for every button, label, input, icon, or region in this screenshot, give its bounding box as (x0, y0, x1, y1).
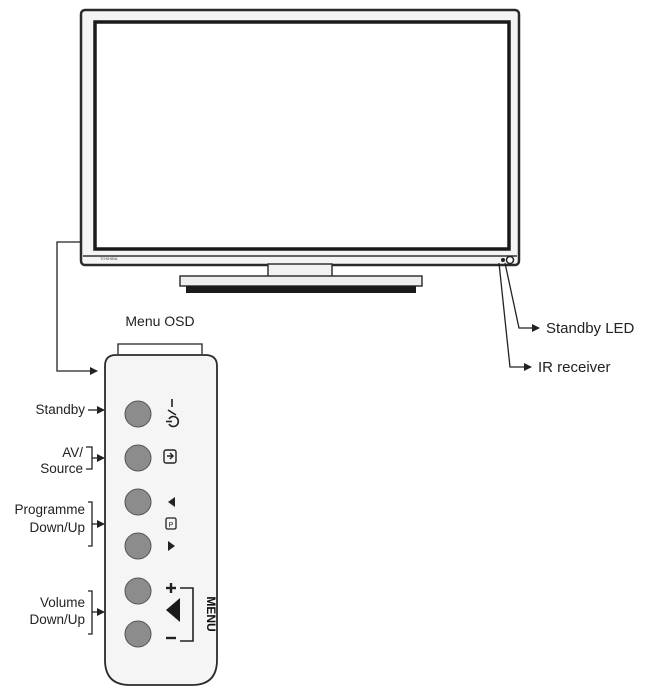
volume-down-button[interactable] (124, 620, 152, 648)
programme-up-button[interactable] (124, 532, 152, 560)
tv-brand-logo: TOSHIBA (100, 256, 118, 261)
programme-label-line1: Programme (14, 502, 85, 517)
power-standby-icon (166, 399, 180, 428)
programme-label-line2: Down/Up (29, 520, 85, 535)
tv-screen (93, 20, 511, 251)
triangle-right-icon (168, 541, 175, 551)
volume-up-button[interactable] (124, 577, 152, 605)
ir-receiver-label: IR receiver (538, 359, 611, 376)
tv-stand-base-shadow (186, 286, 416, 293)
menu-osd-label: Menu OSD (125, 313, 194, 329)
tv-stand-neck (267, 263, 333, 278)
left-labels: Standby AV/ Source Programme Down/Up Vol… (14, 402, 85, 627)
volume-label-line1: Volume (40, 595, 85, 610)
standby-label: Standby (35, 402, 85, 417)
tv-leader-lines (56, 241, 540, 375)
av-label-line1: AV/ (62, 445, 83, 460)
av-source-button[interactable] (124, 444, 152, 472)
programme-down-button[interactable] (124, 488, 152, 516)
standby-button[interactable] (124, 400, 152, 428)
control-panel: P MENU (104, 354, 218, 686)
ir-receiver-window (505, 255, 515, 265)
standby-led-leader (504, 262, 540, 332)
button-leader-lines (86, 406, 105, 635)
standby-led (501, 258, 505, 262)
av-leader (86, 446, 93, 470)
volume-wedge-icon (166, 598, 180, 622)
tv-stand-base (179, 275, 423, 287)
plus-icon (166, 583, 176, 593)
programme-icon: P (165, 517, 177, 530)
volume-label-line2: Down/Up (29, 612, 85, 627)
svg-text:P: P (169, 522, 174, 529)
av-label-line2: Source (40, 461, 83, 476)
standby-led-label: Standby LED (546, 320, 635, 337)
triangle-left-icon (168, 497, 175, 507)
volume-leader (88, 590, 93, 635)
source-input-icon (163, 449, 177, 464)
control-panel-leader (56, 241, 98, 375)
control-panel-body (104, 354, 218, 686)
menu-label: MENU (204, 596, 218, 631)
programme-leader (88, 501, 93, 547)
menu-osd-bracket (117, 343, 203, 354)
menu-bracket (180, 587, 194, 642)
ir-receiver-leader (498, 262, 532, 371)
tv-set: TOSHIBA (79, 8, 521, 293)
